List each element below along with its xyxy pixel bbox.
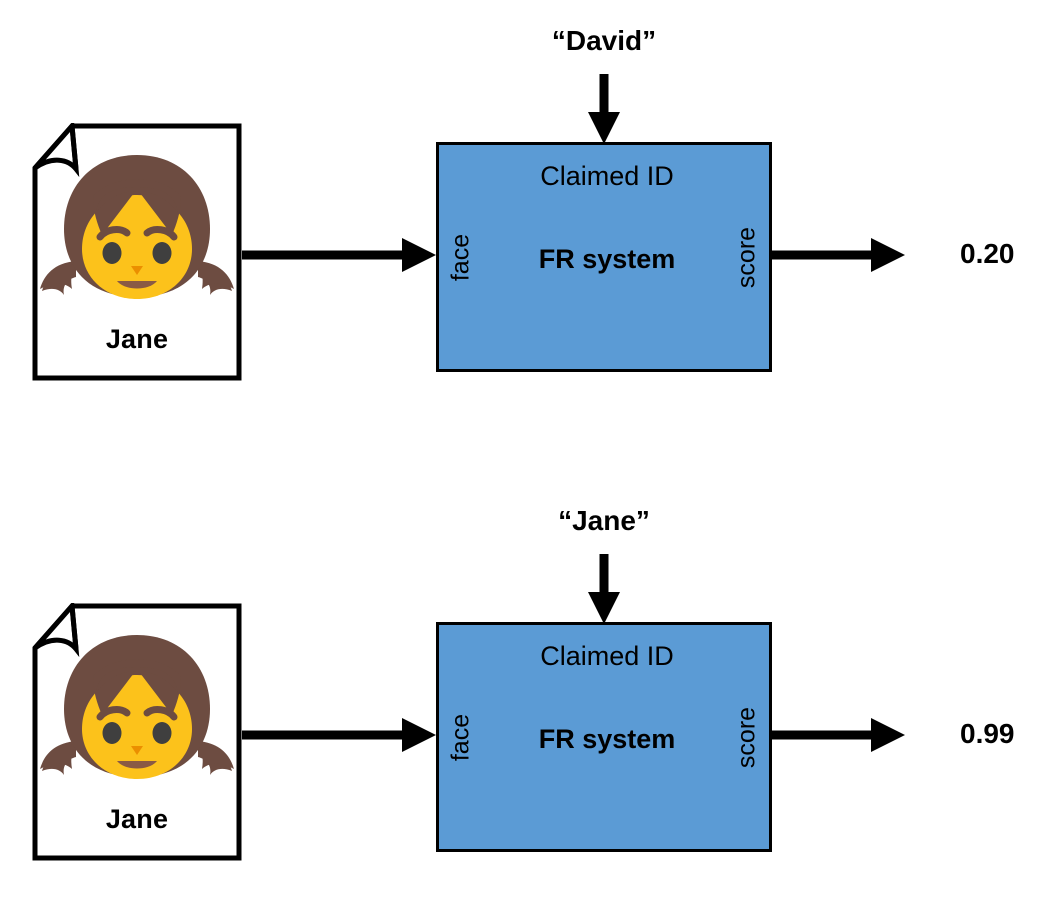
output-port-label-row2: score: [732, 706, 761, 769]
diagram-row-impostor: “David”: [0, 0, 1064, 418]
box-title-row2: FR system: [538, 724, 676, 754]
claimed-id-label-row2: “Jane”: [558, 505, 650, 536]
document-name-label-row1: Jane: [105, 324, 169, 354]
output-port-label-row1: score: [732, 226, 761, 289]
id-document-card-row1[interactable]: Jane: [32, 123, 242, 381]
box-title-row1: FR system: [538, 244, 676, 274]
diagram-row-genuine: “Jane”: [0, 480, 1064, 898]
id-document-card-row2[interactable]: Jane: [32, 603, 242, 861]
score-value-row1: 0.20: [960, 238, 1015, 269]
input-port-label-row1: face: [446, 233, 475, 282]
fr-system-box-row2[interactable]: Claimed ID FR system face score: [436, 622, 772, 852]
fr-system-box-row1[interactable]: Claimed ID FR system face score: [436, 142, 772, 372]
input-port-label-row2: face: [446, 713, 475, 762]
document-name-label-row2: Jane: [105, 804, 169, 834]
girl-face-emoji: [32, 149, 242, 317]
claimed-id-label-row1: “David”: [551, 25, 657, 56]
score-value-row2: 0.99: [960, 718, 1015, 749]
box-top-label-row2: Claimed ID: [540, 641, 674, 671]
girl-face-emoji: [32, 629, 242, 797]
box-top-label-row1: Claimed ID: [540, 161, 674, 191]
